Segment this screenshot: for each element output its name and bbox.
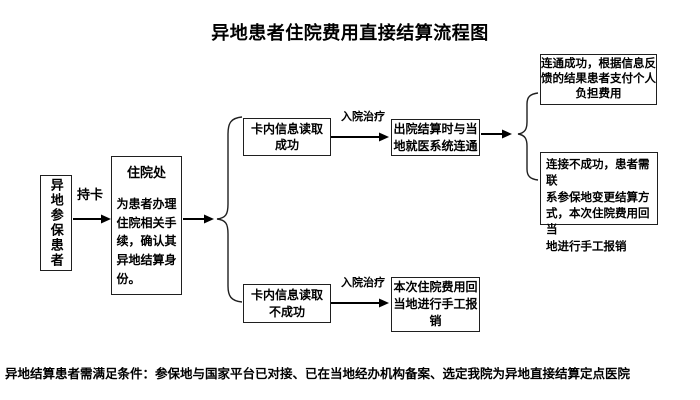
admission-office-box: 住院处 为患者办理 住院相关手 续，确认其 异地结算身 份。 — [111, 156, 182, 295]
page-title: 异地患者住院费用直接结算流程图 — [211, 23, 489, 43]
card-read-success-box: 卡内信息读取 成功 — [243, 118, 331, 156]
branch-brace-left — [216, 116, 243, 303]
branch-brace-right — [517, 92, 539, 181]
arrow-office-to-branch — [183, 214, 214, 224]
office-body: 为患者办理 住院相关手 续，确认其 异地结算身 份。 — [116, 196, 177, 287]
card-read-fail-box: 卡内信息读取 不成功 — [243, 284, 331, 323]
arrow-card — [73, 214, 111, 224]
office-title: 住院处 — [126, 165, 166, 180]
patient-box: 异地参保患者 — [40, 175, 72, 271]
footer-note: 异地结算患者需满足条件：参保地与国家平台已对接、已在当地经办机构备案、选定我院为… — [5, 367, 631, 381]
discharge-connect-box: 出院结算时与当 地就医系统连通 — [391, 119, 480, 156]
patient-label: 异地参保患者 — [48, 178, 64, 268]
card-edge-label: 持卡 — [77, 187, 104, 202]
treat-edge-label-top: 入院治疗 — [341, 111, 385, 123]
treat-edge-label-bottom: 入院治疗 — [341, 277, 385, 289]
manual-reimburse-box: 本次住院费用回 当地进行手工报 销 — [391, 277, 480, 332]
arrow-discharge-to-branch — [481, 129, 512, 139]
arrow-treat-top — [331, 132, 389, 142]
connect-success-box: 连通成功，根据信息反 馈的结果患者支付个人 负担费用 — [540, 54, 657, 105]
connect-fail-box: 连接不成功，患者需联 系参保地变更结算方 式，本次住院费用回当 地进行手工报销 — [540, 152, 658, 253]
arrow-treat-bottom — [331, 298, 389, 308]
